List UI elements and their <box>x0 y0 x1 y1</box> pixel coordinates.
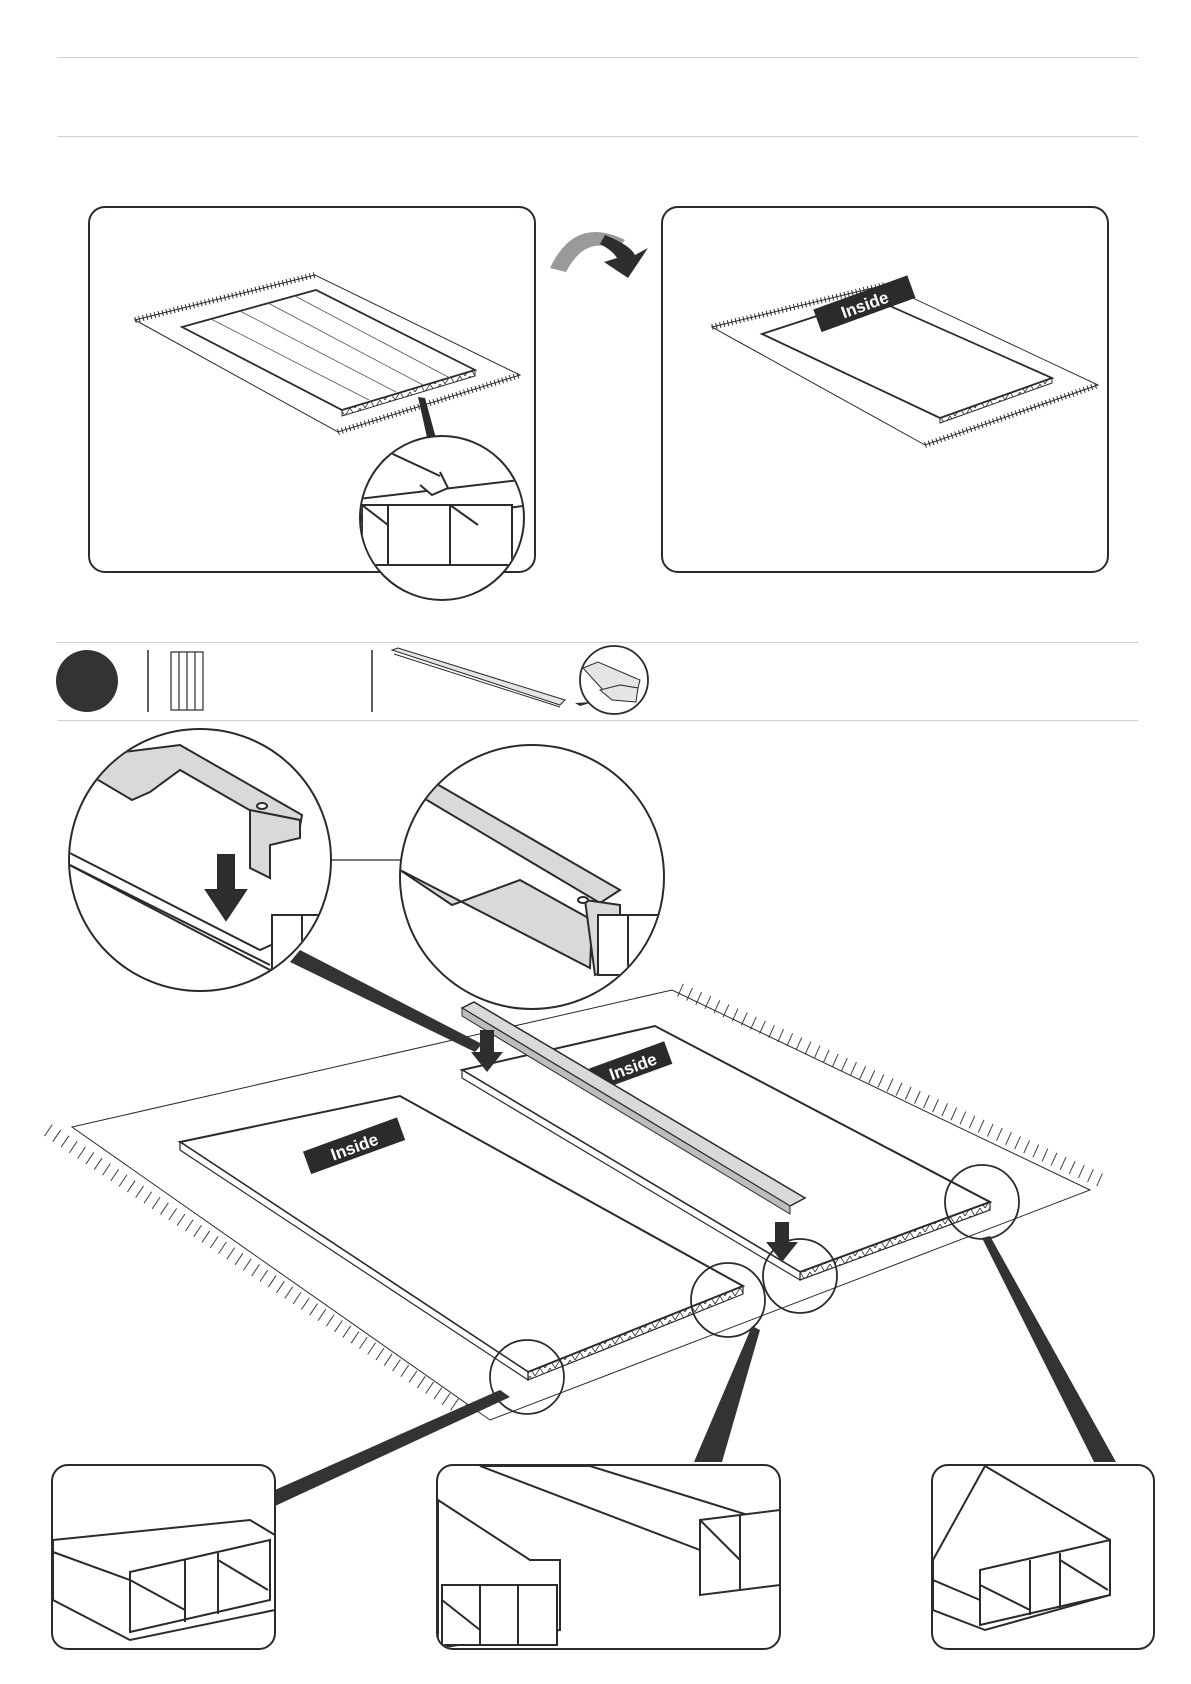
step-frame-panel-flipped: Inside <box>662 207 1108 572</box>
parts-row <box>56 646 648 714</box>
detail-frame-profile-joint <box>437 1465 780 1649</box>
panel-strips-icon <box>171 652 203 710</box>
flip-arrow-icon <box>550 232 648 278</box>
main-assembly: Inside Inside <box>48 950 1116 1506</box>
connecting-profile-icon <box>392 646 648 714</box>
magnifier-profile-insert <box>60 729 360 991</box>
step-circle-icon <box>56 650 118 712</box>
detail-frame-left-edge <box>52 1465 275 1649</box>
magnifier-profile-seated <box>400 745 664 1009</box>
step-frame-panel-up <box>89 207 535 600</box>
detail-frame-right-edge <box>932 1465 1154 1649</box>
